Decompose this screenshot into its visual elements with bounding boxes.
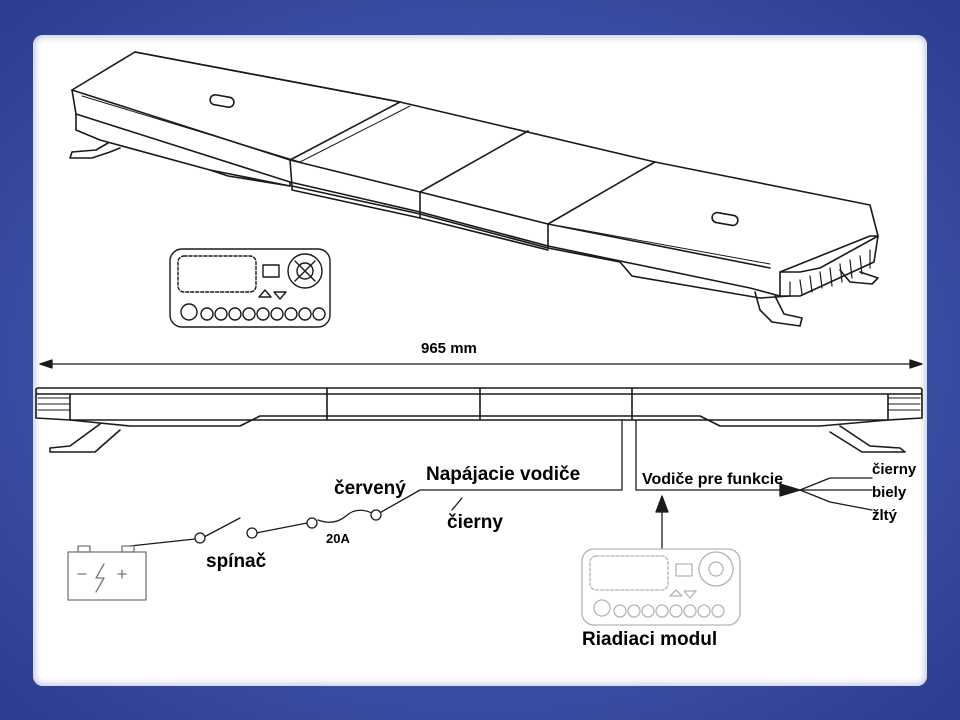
- fuse-label: 20A: [326, 531, 350, 546]
- wiring: [129, 419, 873, 549]
- width-dimension-label: 965 mm: [421, 340, 477, 357]
- diagram-card: [33, 35, 927, 686]
- control-panel-icon: [169, 248, 331, 328]
- function-wires-label: Vodiče pre funkcie: [642, 471, 784, 488]
- light-bar-side-view: [35, 387, 923, 453]
- power-wires-label: Napájacie vodiče: [426, 464, 581, 485]
- switch-lever: [203, 517, 241, 538]
- control-module-label: Riadiaci modul: [582, 629, 718, 650]
- wire-white-label: biely: [872, 484, 907, 501]
- wire-yellow-label: žltý: [872, 507, 898, 524]
- switch-label: spínač: [206, 551, 267, 572]
- dimension-arrow: [39, 359, 923, 369]
- control-panel-icon: [581, 548, 741, 626]
- black-power-wire-label: čierny: [447, 512, 503, 533]
- battery-icon: [67, 545, 147, 601]
- light-bar-icon: [69, 51, 879, 327]
- wire-black-label: čierny: [872, 461, 917, 478]
- fuse-icon: [317, 509, 377, 523]
- switch-icon: [246, 527, 258, 539]
- red-wire-label: červený: [334, 478, 406, 499]
